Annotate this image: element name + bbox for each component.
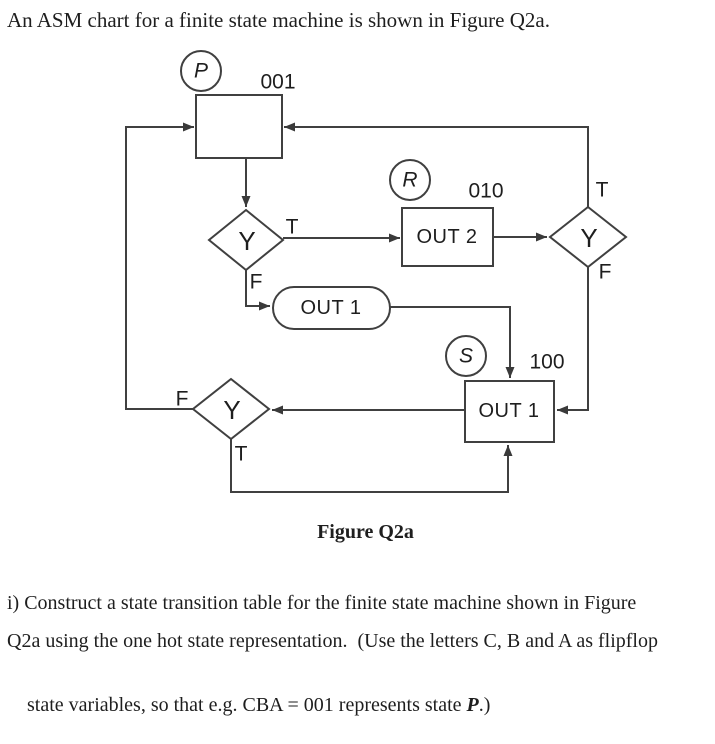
decision3-false-label: F	[175, 387, 189, 411]
decision3-condition: Y	[223, 395, 241, 425]
state-box-p	[195, 94, 283, 159]
edge-d2-false-to-s	[557, 267, 589, 415]
scanned-question-page: An ASM chart for a finite state machine …	[7, 8, 658, 716]
decision2-true-label: T	[595, 178, 609, 202]
conditional-output-label: OUT 1	[300, 297, 362, 319]
decision1-false-label: F	[249, 270, 263, 294]
edge-d2-true-to-p	[284, 122, 589, 207]
state-box-s-label: OUT 1	[478, 400, 540, 422]
state-name-p: P	[193, 59, 209, 83]
asm-flowchart	[125, 50, 628, 493]
state-circle-p	[180, 50, 222, 92]
state-name-s: S	[458, 344, 474, 368]
edge-d1-false-to-out1-oval	[245, 270, 270, 311]
decision3-diamond	[191, 377, 271, 441]
state-circle-r	[389, 159, 431, 201]
edge-d3-true-to-s	[230, 439, 513, 493]
question-text-line3-state-p: P	[466, 694, 479, 716]
conditional-output-oval	[272, 286, 391, 330]
edge-d3-false-to-p	[125, 122, 194, 410]
decision2-condition: Y	[580, 223, 598, 253]
figure-caption: Figure Q2a	[317, 521, 414, 543]
question-text-line1: i) Construct a state transition table fo…	[7, 592, 637, 614]
decision1-true-label: T	[285, 215, 299, 239]
edge-out1-oval-to-s	[390, 306, 515, 378]
state-box-s	[464, 380, 555, 443]
question-text-line3-post: .)	[478, 694, 491, 716]
state-box-r	[401, 207, 494, 267]
state-box-r-label: OUT 2	[416, 226, 478, 248]
question-text-line2: Q2a using the one hot state representati…	[7, 630, 658, 652]
question-text-line3: state variables, so that e.g. CBA = 001 …	[7, 666, 490, 744]
decision2-diamond	[548, 205, 628, 269]
intro-text: An ASM chart for a finite state machine …	[7, 8, 550, 32]
question-text-line3-pre: state variables, so that e.g. CBA = 001 …	[27, 694, 467, 716]
decision2-false-label: F	[598, 260, 612, 284]
decision3-true-label: T	[234, 442, 248, 466]
decision1-condition: Y	[238, 226, 256, 256]
state-code-p: 001	[260, 70, 296, 94]
state-code-s: 100	[529, 350, 565, 374]
decision1-diamond	[207, 208, 285, 272]
state-code-r: 010	[468, 179, 504, 203]
state-name-r: R	[402, 168, 418, 192]
state-circle-s	[445, 335, 487, 377]
